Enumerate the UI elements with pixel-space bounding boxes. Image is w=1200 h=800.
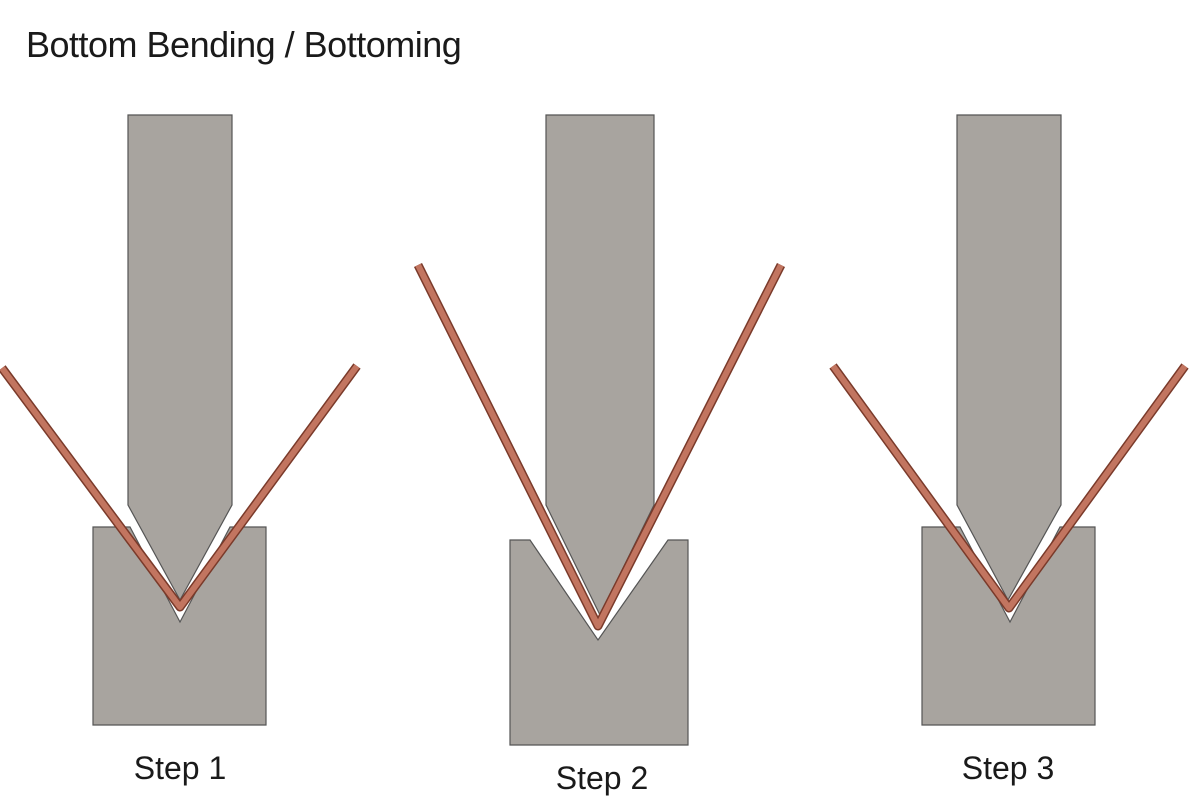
- step-3-diagram: [829, 114, 1189, 726]
- step-2-label: Step 2: [555, 760, 649, 796]
- step-3-label: Step 3: [961, 750, 1055, 786]
- step-2-diagram: [413, 114, 786, 746]
- step-1-label: Step 1: [133, 750, 227, 786]
- step-3-sheet: [830, 364, 1188, 611]
- step-2-die: [509, 539, 689, 746]
- step-1-sheet: [0, 364, 360, 610]
- step-1-die: [92, 526, 267, 726]
- page-title: Bottom Bending / Bottoming: [26, 24, 462, 65]
- step-3-die: [921, 526, 1096, 726]
- step-2-sheet: [415, 263, 784, 629]
- step-1-diagram: [0, 114, 361, 726]
- step-3-punch: [956, 114, 1062, 602]
- step-1-punch: [127, 114, 233, 602]
